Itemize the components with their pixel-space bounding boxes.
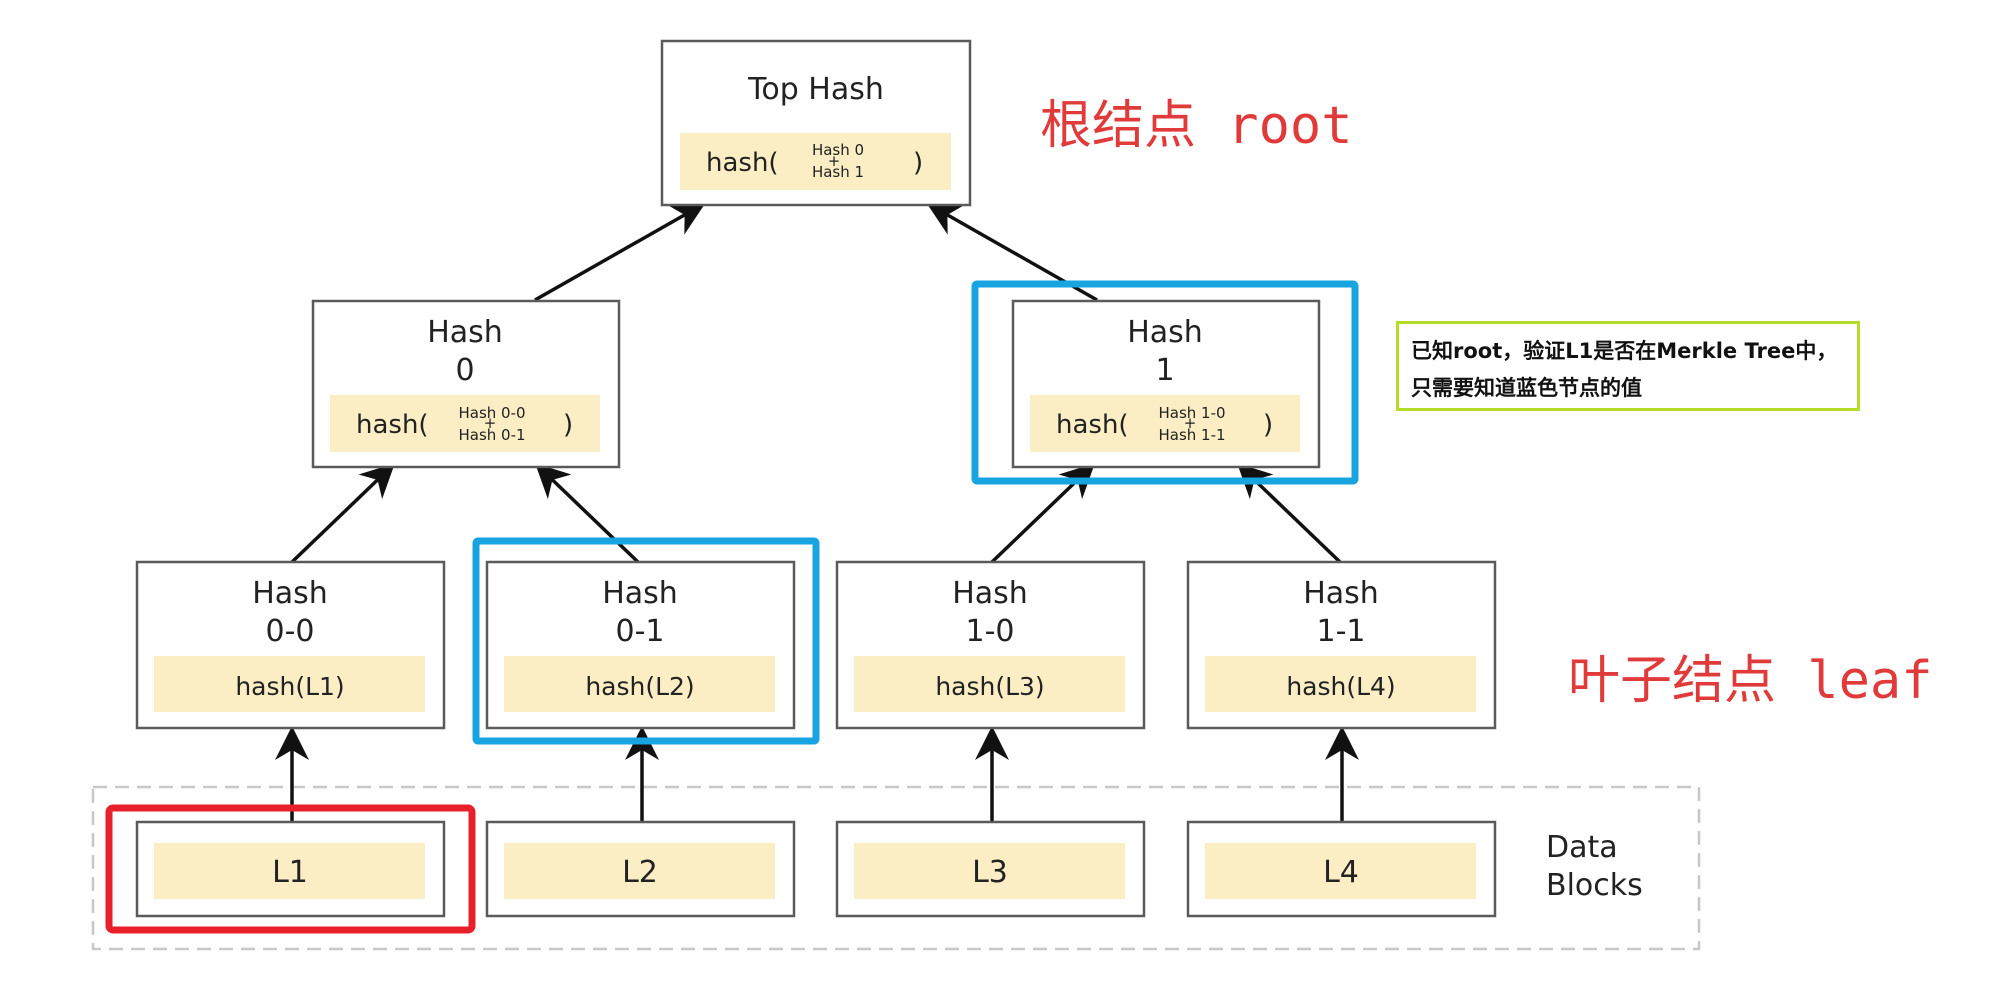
data-block-l4-label: L4 (1323, 855, 1359, 890)
hash-0-0-fn: hash(L1) (235, 672, 344, 701)
hash-0-1-fn: hash(L2) (585, 672, 694, 701)
hash-0-arg-a: Hash 0-0 (458, 404, 525, 422)
top-hash-arg-a: Hash 0 (812, 141, 864, 159)
arrow-hash01-to-hash0 (535, 463, 640, 564)
data-block-l2-label: L2 (622, 855, 658, 890)
hash-1-0-title-line2: 1-0 (966, 614, 1015, 649)
hash-0-node: Hash 0 hash( Hash 0-0 + Hash 0-1 ) (311, 299, 621, 469)
hash-1-1-fn: hash(L4) (1286, 672, 1395, 701)
hash-0-0-node: Hash 0-0 hash(L1) (135, 560, 446, 730)
arrow-hash00-to-hash0 (290, 463, 395, 564)
hash-0-1-title-line1: Hash (602, 576, 678, 611)
hash-1-title-line2: 1 (1155, 353, 1174, 388)
hash-1-title-line1: Hash (1127, 315, 1203, 350)
hash-1-0-node: Hash 1-0 hash(L3) (835, 560, 1146, 730)
hash-1-1-title-line2: 1-1 (1317, 614, 1366, 649)
hash-1-arg-a: Hash 1-0 (1158, 404, 1225, 422)
hash-0-0-title-line1: Hash (252, 576, 328, 611)
data-blocks-label-line1: Data (1546, 830, 1618, 865)
data-blocks-container (91, 785, 1701, 951)
highlight-l1 (105, 804, 476, 934)
hash-0-title-line1: Hash (427, 315, 503, 350)
data-block-l1: L1 (135, 820, 446, 918)
hash-1-plus: + (1184, 414, 1197, 432)
note-line-1: 已知root，验证L1是否在Merkle Tree中， (1411, 339, 1838, 363)
top-hash-plus: + (828, 152, 841, 170)
top-hash-fn: hash( (706, 148, 779, 178)
top-hash-close: ) (913, 148, 923, 178)
hash-0-title-line2: 0 (455, 353, 474, 388)
hash-1-0-title-line1: Hash (952, 576, 1028, 611)
hash-1-arg-b: Hash 1-1 (1158, 426, 1225, 444)
root-label: 根结点 root (1040, 96, 1353, 156)
data-block-l2: L2 (485, 820, 796, 918)
top-hash-title: Top Hash (747, 72, 884, 107)
hash-0-arg-b: Hash 0-1 (458, 426, 525, 444)
hash-0-1-node: Hash 0-1 hash(L2) (485, 560, 796, 730)
verification-note: 已知root，验证L1是否在Merkle Tree中， 只需要知道蓝色节点的值 (1396, 321, 1860, 411)
top-hash-arg-b: Hash 1 (812, 163, 864, 181)
hash-1-fn: hash( (1056, 410, 1129, 440)
leaf-label: 叶子结点 leaf (1568, 651, 1933, 711)
hash-1-1-title-line1: Hash (1303, 576, 1379, 611)
highlight-hash-1 (971, 280, 1359, 485)
data-block-l4: L4 (1186, 820, 1497, 918)
hash-0-1-title-line2: 0-1 (616, 614, 665, 649)
data-blocks-label-line2: Blocks (1546, 868, 1643, 903)
top-hash-node: Top Hash hash( Hash 0 + Hash 1 ) (660, 39, 972, 207)
hash-1-node: Hash 1 hash( Hash 1-0 + Hash 1-1 ) (1011, 299, 1321, 469)
hash-1-close: ) (1263, 410, 1273, 440)
data-block-l3: L3 (835, 820, 1146, 918)
hash-0-0-title-line2: 0-0 (266, 614, 315, 649)
highlight-hash-0-1 (472, 537, 820, 745)
hash-1-1-node: Hash 1-1 hash(L4) (1186, 560, 1497, 730)
data-block-l1-label: L1 (272, 855, 308, 890)
hash-0-fn: hash( (356, 410, 429, 440)
note-line-2: 只需要知道蓝色节点的值 (1411, 376, 1642, 400)
hash-1-0-fn: hash(L3) (935, 672, 1044, 701)
arrow-hash0-to-top (534, 203, 706, 302)
hash-0-close: ) (563, 410, 573, 440)
data-block-l3-label: L3 (972, 855, 1008, 890)
hash-0-plus: + (484, 414, 497, 432)
